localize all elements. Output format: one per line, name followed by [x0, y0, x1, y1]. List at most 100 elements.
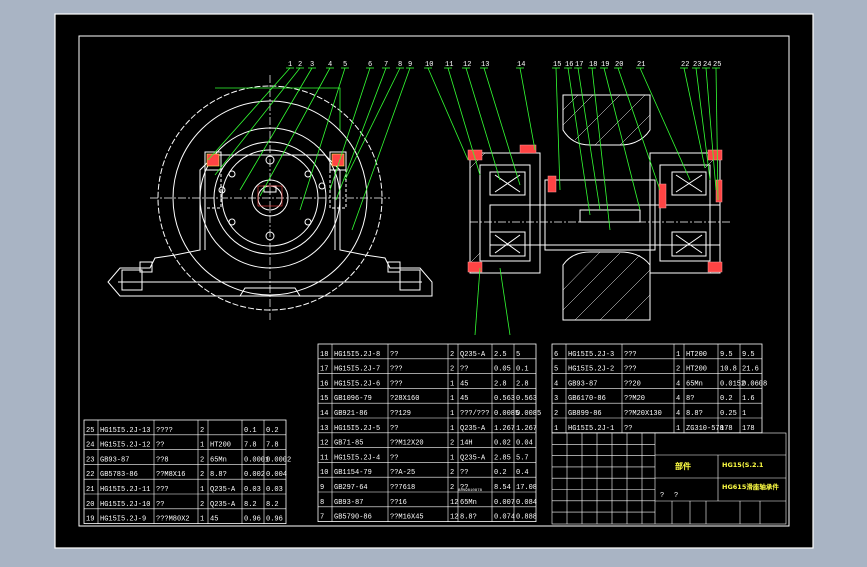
bom-cell: ??? [624, 366, 637, 374]
bom-cell: ?? [390, 454, 398, 462]
bom-cell: 4 [676, 410, 680, 418]
bom-cell: HG15I5.2J-6 [334, 380, 380, 388]
bom-cell: 12 [450, 499, 458, 507]
bom-cell: 0.002 [244, 471, 265, 479]
title-block-name: HG615滑座轴承件 [722, 482, 779, 491]
bom-cell: 9.5 [742, 351, 755, 359]
bom-cell: Q235-A [460, 425, 486, 433]
bom-cell: 9.5 [720, 351, 733, 359]
bom-cell: Q235-A [210, 486, 236, 494]
bom-cell: 2 [554, 410, 558, 418]
bom-extra-note: 88%9810878 [458, 489, 483, 493]
bom-cell: 22 [86, 471, 94, 479]
bom-cell: 0.074 [494, 514, 515, 522]
bom-cell: 65Mn [210, 456, 227, 464]
bom-cell: 20 [86, 501, 94, 509]
bom-cell: ??8 [156, 456, 169, 464]
callout-label: 13 [481, 61, 489, 69]
bom-cell: 65Mn [460, 499, 477, 507]
bom-cell: 2 [450, 484, 454, 492]
bom-cell: 5.7 [516, 454, 529, 462]
section-red-parts [467, 144, 723, 273]
bom-cell: 0.96 [244, 516, 261, 524]
callout-label: 15 [553, 61, 561, 69]
bom-cell: GB93-87 [568, 380, 597, 388]
bom-cell: 25 [86, 427, 94, 435]
bom-cell: 7.8 [244, 442, 257, 450]
bom-cell: 11 [320, 454, 328, 462]
bom-cell: 0.0085 [494, 410, 519, 418]
bom-cell: 0.888 [516, 514, 537, 522]
bom-cell: 0.02 [494, 440, 511, 448]
bom-cell: 8.8? [460, 514, 477, 522]
bom-cell: 8.2 [244, 501, 257, 509]
bom-cell: HG15I5.2J-4 [334, 454, 380, 462]
bom-cell: GB1096-79 [334, 395, 372, 403]
bom-cell: 0.03 [266, 486, 283, 494]
bom-cell: 0.563 [516, 395, 537, 403]
bom-cell: 12 [320, 440, 328, 448]
bom-cell: ?? [156, 501, 164, 509]
bom-cell: 12 [450, 514, 458, 522]
bom-cell: ??? [156, 486, 169, 494]
bom-cell: ??20 [624, 380, 641, 388]
bom-cell: 0.04 [516, 440, 533, 448]
callout-label: 5 [343, 61, 347, 69]
bom-cell: 2 [450, 351, 454, 359]
bom-cell: GB71-85 [334, 440, 363, 448]
bom-cell: 0.563 [494, 395, 515, 403]
bom-cell: HG15I5.2J-11 [100, 486, 150, 494]
bom-cell: 7.8 [266, 442, 279, 450]
callout-label: 4 [328, 61, 332, 69]
bom-cell: 2.85 [494, 454, 511, 462]
callout-label: 18 [589, 61, 597, 69]
bom-cell: 24 [86, 442, 94, 450]
bom-cell: 1 [554, 425, 558, 433]
callout-label: 20 [615, 61, 623, 69]
callout-label: 10 [425, 61, 433, 69]
sheet-border [54, 13, 814, 549]
bom-cell: ??? [390, 380, 403, 388]
bom-cell: 2.8 [516, 380, 529, 388]
bom-cell: 7 [320, 514, 324, 522]
bom-cell: 1.267 [494, 425, 515, 433]
bom-cell: 1.6 [742, 395, 755, 403]
bom-cell: 1 [450, 425, 454, 433]
bom-cell: 0.1 [244, 427, 257, 435]
bom-cell: 0.004 [266, 471, 287, 479]
bom-cell: 14H [460, 440, 473, 448]
bom-cell: ??A-25 [390, 469, 415, 477]
bom-cell: 0.05 [494, 366, 511, 374]
callout-label: 9 [408, 61, 412, 69]
bom-cell: 1 [676, 351, 680, 359]
bom-cell: 178 [742, 425, 755, 433]
bom-cell: GB1154-79 [334, 469, 372, 477]
callout-label: 7 [384, 61, 388, 69]
bom-cell: HG15I5.2J-10 [100, 501, 150, 509]
title-block-label: 部件 [675, 461, 691, 471]
bom-cell: 1.267 [516, 425, 537, 433]
inner-frame [78, 35, 790, 527]
callout-label: 6 [368, 61, 372, 69]
bom-cell: 0.2 [266, 427, 279, 435]
bom-cell: 1 [200, 486, 204, 494]
bom-cell: 0.96 [266, 516, 283, 524]
bom-cell: 17 [320, 366, 328, 374]
bom-cell: HG15I5.2J-8 [334, 351, 380, 359]
bom-cell: HG15I5.2J-3 [568, 351, 614, 359]
bom-cell: ???/??? [460, 410, 489, 418]
bom-cell: ???? [156, 427, 173, 435]
callout-label: 21 [637, 61, 645, 69]
bom-cell: 1 [450, 395, 454, 403]
bom-cell: ?28X160 [390, 395, 419, 403]
bom-cell: 1 [450, 410, 454, 418]
bom-cell: 0.2 [494, 469, 507, 477]
bom-cell: HG15I5.2J-1 [568, 425, 614, 433]
bom-cell: 0.0608 [742, 380, 767, 388]
bom-cell: 5 [554, 366, 558, 374]
bom-cell: 16 [320, 380, 328, 388]
bom-cell: ???M80X2 [156, 516, 190, 524]
